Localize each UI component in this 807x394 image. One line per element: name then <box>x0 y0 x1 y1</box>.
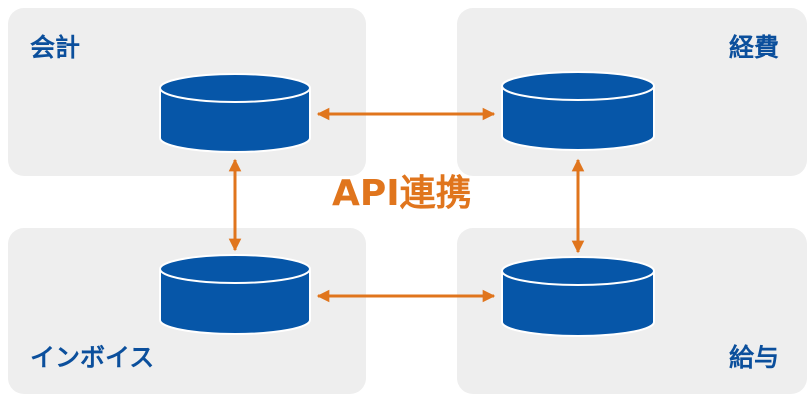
system-label-expenses: 経費 <box>728 33 779 62</box>
system-label-accounting: 会計 <box>30 33 81 62</box>
system-label-payroll: 給与 <box>728 343 779 372</box>
database-icon-accounting <box>159 73 311 153</box>
database-icon-payroll <box>501 256 655 337</box>
api-integration-label: API連携 <box>332 173 472 214</box>
system-label-invoice: インボイス <box>30 343 155 372</box>
database-icon-expenses <box>501 71 655 151</box>
database-icon-invoice <box>159 254 311 335</box>
